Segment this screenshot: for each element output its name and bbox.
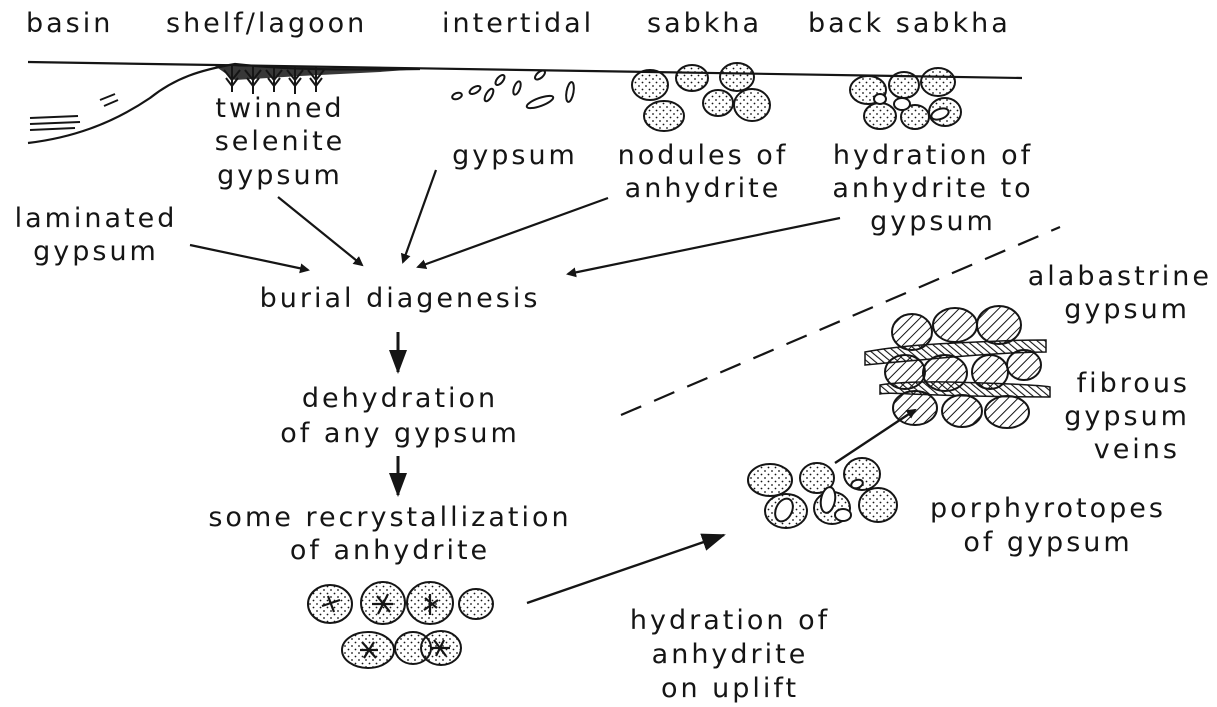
env-shelf-lagoon: shelf/lagoon — [166, 8, 416, 39]
fibrous-line1: fibrous — [1040, 368, 1190, 399]
dehydration-line2: of any gypsum — [250, 418, 550, 449]
nodules-line2: anhydrite — [598, 173, 808, 204]
recrystallized-nodules — [308, 582, 493, 668]
burial-diagenesis: burial diagenesis — [245, 283, 555, 314]
sabkha-nodules — [632, 63, 770, 131]
laminated-line2: gypsum — [6, 236, 186, 267]
porphyrotopes-line1: porphyrotopes — [918, 493, 1178, 524]
recrystallization-line2: of anhydrite — [180, 535, 600, 566]
twinned-selenite-line1: twinned — [190, 93, 370, 124]
porphyrotopes-line2: of gypsum — [918, 527, 1178, 558]
uplift-line2: anhydrite — [610, 639, 850, 670]
hydration-back-line2: anhydrite to — [818, 173, 1048, 204]
env-intertidal: intertidal — [442, 8, 642, 39]
twinned-selenite-line3: gypsum — [190, 160, 370, 191]
laminated-marks — [30, 94, 118, 130]
laminated-line1: laminated — [6, 203, 186, 234]
fibrous-line3: veins — [1040, 434, 1180, 465]
uplift-line3: on uplift — [610, 673, 850, 704]
env-sabkha: sabkha — [647, 8, 797, 39]
intertidal-crystals — [451, 69, 575, 111]
uplift-line1: hydration of — [610, 605, 850, 636]
dehydration-line1: dehydration — [250, 383, 550, 414]
hydration-back-line1: hydration of — [818, 140, 1048, 171]
env-back-sabkha: back sabkha — [808, 8, 1068, 39]
selenite-crystals — [224, 66, 324, 94]
env-basin: basin — [26, 8, 146, 39]
intertidal-gypsum: gypsum — [440, 140, 590, 171]
recrystallization-line1: some recrystallization — [180, 502, 600, 533]
fibrous-line2: gypsum — [1040, 401, 1190, 432]
alabastrine-line2: gypsum — [1000, 294, 1190, 325]
twinned-selenite-line2: selenite — [190, 126, 370, 157]
hydration-back-line3: gypsum — [818, 206, 1048, 237]
alabastrine-line1: alabastrine — [1000, 261, 1212, 292]
nodules-line1: nodules of — [598, 140, 808, 171]
